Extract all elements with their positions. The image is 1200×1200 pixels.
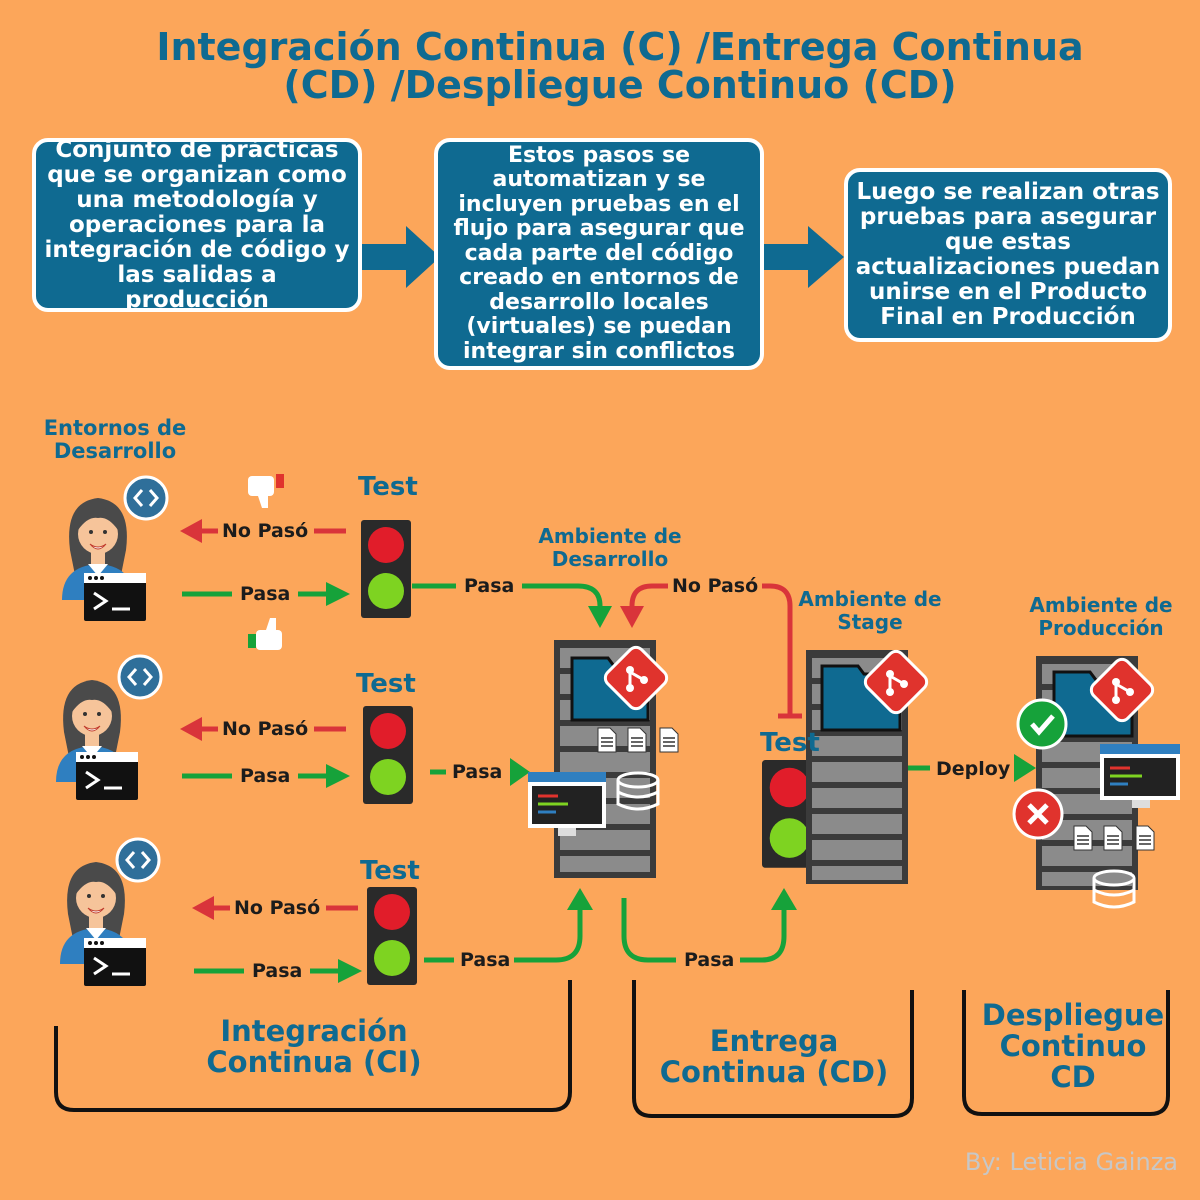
phase-ci-label: Integración Continua (CI)	[206, 1014, 422, 1079]
flow-arrow-2	[764, 226, 844, 288]
fail-arrow	[180, 717, 346, 741]
pass-arrow-to-dev-2	[430, 758, 530, 786]
document-icon	[1103, 825, 1123, 851]
code-brackets-icon	[123, 475, 169, 521]
cross-icon	[1012, 788, 1064, 840]
title-line-2: (CD) /Despliegue Continuo (CD)	[283, 63, 957, 107]
document-icon	[597, 727, 617, 753]
pass-arrow	[182, 764, 350, 788]
traffic-light-icon	[363, 706, 413, 804]
terminal-icon	[82, 571, 148, 623]
document-icon	[627, 727, 647, 753]
document-icon	[1073, 825, 1093, 851]
bracket-cd-deploy	[962, 990, 1170, 1116]
pass-arrow	[194, 959, 362, 983]
test-label: Test	[760, 728, 820, 758]
traffic-light-icon	[361, 520, 411, 618]
title-line-1: Integración Continua (C) /Entrega Contin…	[156, 25, 1084, 69]
pass-label: Pasa	[452, 761, 503, 783]
test-label: Test	[358, 472, 418, 502]
pass-label: Pasa	[464, 575, 515, 597]
fail-arrow-stage-to-dev	[620, 583, 802, 719]
fail-label: No Pasó	[222, 718, 309, 740]
phase-cd-deploy-label: Despliegue Continuo CD	[981, 998, 1165, 1094]
fail-arrow	[192, 896, 358, 920]
pass-label: Pasa	[240, 583, 291, 605]
traffic-light-icon	[367, 887, 417, 985]
fail-label: No Pasó	[222, 520, 309, 542]
pass-label: Pasa	[460, 949, 511, 971]
pass-arrow-to-dev-1	[412, 583, 612, 628]
description-box-2: Estos pasos se automatizan y se incluyen…	[434, 138, 764, 370]
env-dev-label: Ambiente de Desarrollo	[538, 524, 682, 571]
page-title: Integración Continua (C) /Entrega Contin…	[100, 28, 1140, 104]
fail-arrow	[180, 519, 346, 543]
document-icon	[659, 727, 679, 753]
pass-label: Pasa	[252, 960, 303, 982]
check-icon	[1016, 698, 1068, 750]
monitor-code-icon	[1100, 744, 1180, 808]
env-prod-label: Ambiente de Producción	[1029, 593, 1173, 640]
pass-arrow	[182, 582, 350, 606]
author-credit: By: Leticia Gainza	[964, 1148, 1178, 1176]
pass-arrow-dev-to-stage	[621, 888, 797, 963]
pass-arrow-to-dev-3	[424, 888, 593, 963]
terminal-icon	[74, 750, 140, 802]
deploy-arrow	[908, 754, 1036, 782]
deploy-label: Deploy	[936, 758, 1011, 780]
code-brackets-icon	[117, 654, 163, 700]
code-brackets-icon	[115, 837, 161, 883]
bracket-ci	[54, 980, 572, 1112]
env-stage-label: Ambiente de Stage	[798, 587, 942, 634]
fail-label: No Pasó	[234, 897, 321, 919]
pass-label: Pasa	[684, 949, 735, 971]
test-label: Test	[360, 856, 420, 886]
document-icon	[1135, 825, 1155, 851]
flow-arrow-1	[362, 226, 440, 288]
thumbs-down-icon	[248, 474, 284, 508]
phase-cd-delivery-label: Entrega Continua (CD)	[659, 1024, 889, 1089]
pass-label: Pasa	[240, 765, 291, 787]
bracket-cd-delivery	[632, 980, 914, 1118]
test-label: Test	[356, 669, 416, 699]
fail-label: No Pasó	[672, 575, 759, 597]
description-box-1: Conjunto de prácticas que se organizan c…	[32, 137, 362, 312]
terminal-icon	[82, 936, 148, 988]
description-box-3: Luego se realizan otras pruebas para ase…	[844, 168, 1172, 342]
monitor-code-icon	[528, 772, 606, 836]
thumbs-up-icon	[248, 618, 282, 650]
dev-environments-label: Entornos de Desarrollo	[43, 416, 187, 463]
